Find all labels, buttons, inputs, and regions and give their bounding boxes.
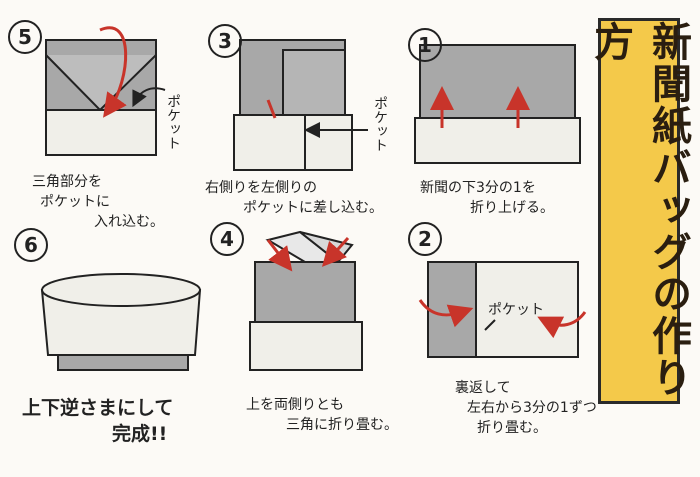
step6-drawing [40, 273, 202, 371]
step1-caption: 新聞の下3分の1を 折り上げる。 [420, 180, 554, 216]
step3-caption: 右側りを左側りの ポケットに差し込む。 [205, 180, 383, 216]
step5-caption: 三角部分を ポケットに 入れ込む。 [32, 174, 164, 230]
step5-drawing [45, 26, 166, 156]
step2-number: 2 [408, 222, 442, 256]
step3-pocket-label: ポケット [372, 96, 388, 152]
step1-number: 1 [408, 28, 442, 62]
step4-caption: 上を両側りとも 三角に折り畳む。 [246, 397, 398, 433]
step1-drawing [414, 44, 581, 164]
step3-number: 3 [208, 24, 242, 58]
step4-drawing [249, 230, 363, 371]
step2-caption: 裏返して 左右から3分の1ずつ 折り畳む。 [455, 380, 597, 436]
step4-number: 4 [210, 222, 244, 256]
step2-pocket-label: ポケット [488, 302, 544, 318]
step5-pocket-label: ポケット [165, 94, 181, 150]
step2-drawing [418, 261, 587, 358]
page-title: 新聞紙バッグの作り方 [587, 21, 691, 399]
step5-number: 5 [8, 20, 42, 54]
title-panel: 新聞紙バッグの作り方 [587, 18, 691, 404]
step6-number: 6 [14, 228, 48, 262]
step6-caption: 上下逆さまにして 完成!! [22, 397, 174, 445]
step3-drawing [233, 39, 368, 171]
